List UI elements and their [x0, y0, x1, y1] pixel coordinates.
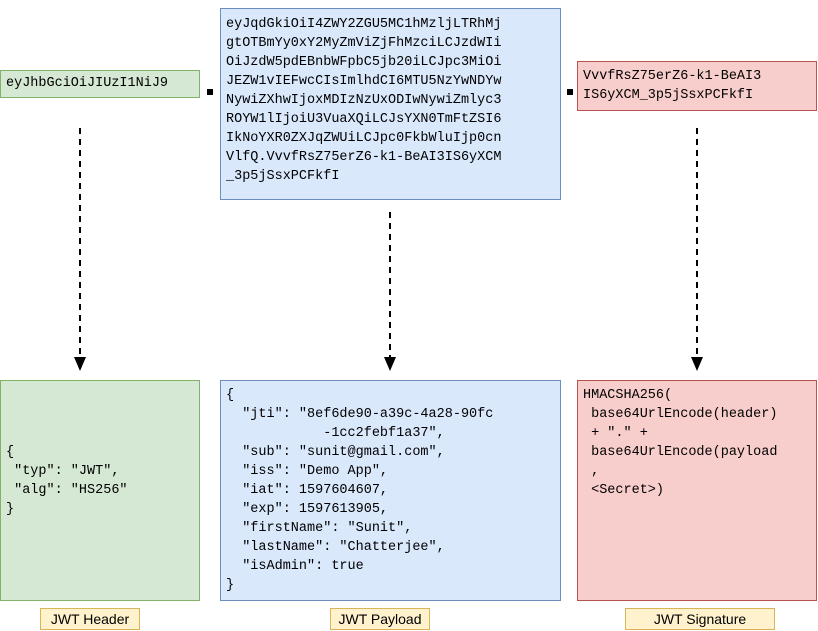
payload-decoded-box: { "jti": "8ef6de90-a39c-4a28-90fc -1cc2f…: [220, 380, 561, 601]
signature-encoded-box: VvvfRsZ75erZ6-k1-BeAI3 IS6yXCM_3p5jSsxPC…: [577, 61, 817, 111]
payload-encoded-text: eyJqdGkiOiI4ZWY2ZGU5MC1hMzljLTRhMj gtOTB…: [226, 17, 502, 184]
signature-arrowhead: [691, 357, 703, 371]
payload-arrowhead: [384, 357, 396, 371]
payload-decoded-text: { "jti": "8ef6de90-a39c-4a28-90fc -1cc2f…: [226, 388, 494, 593]
header-encoded-text: eyJhbGciOiJIUzI1NiJ9: [6, 76, 169, 91]
signature-label: JWT Signature: [625, 608, 775, 630]
header-decoded-box: { "typ": "JWT", "alg": "HS256" }: [0, 380, 200, 601]
signature-decoded-text: HMACSHA256( base64UrlEncode(header) + ".…: [583, 388, 778, 498]
signature-encoded-text: VvvfRsZ75erZ6-k1-BeAI3 IS6yXCM_3p5jSsxPC…: [583, 69, 762, 103]
signature-decoded-box: HMACSHA256( base64UrlEncode(header) + ".…: [577, 380, 817, 601]
payload-encoded-box: eyJqdGkiOiI4ZWY2ZGU5MC1hMzljLTRhMj gtOTB…: [220, 8, 561, 200]
header-decoded-text: { "typ": "JWT", "alg": "HS256" }: [6, 445, 128, 517]
header-arrowhead: [74, 357, 86, 371]
payload-label: JWT Payload: [330, 608, 430, 630]
separator-dot-2: [567, 89, 573, 95]
header-encoded-box: eyJhbGciOiJIUzI1NiJ9: [0, 70, 200, 98]
separator-dot-1: [207, 89, 213, 95]
header-label: JWT Header: [40, 608, 140, 630]
